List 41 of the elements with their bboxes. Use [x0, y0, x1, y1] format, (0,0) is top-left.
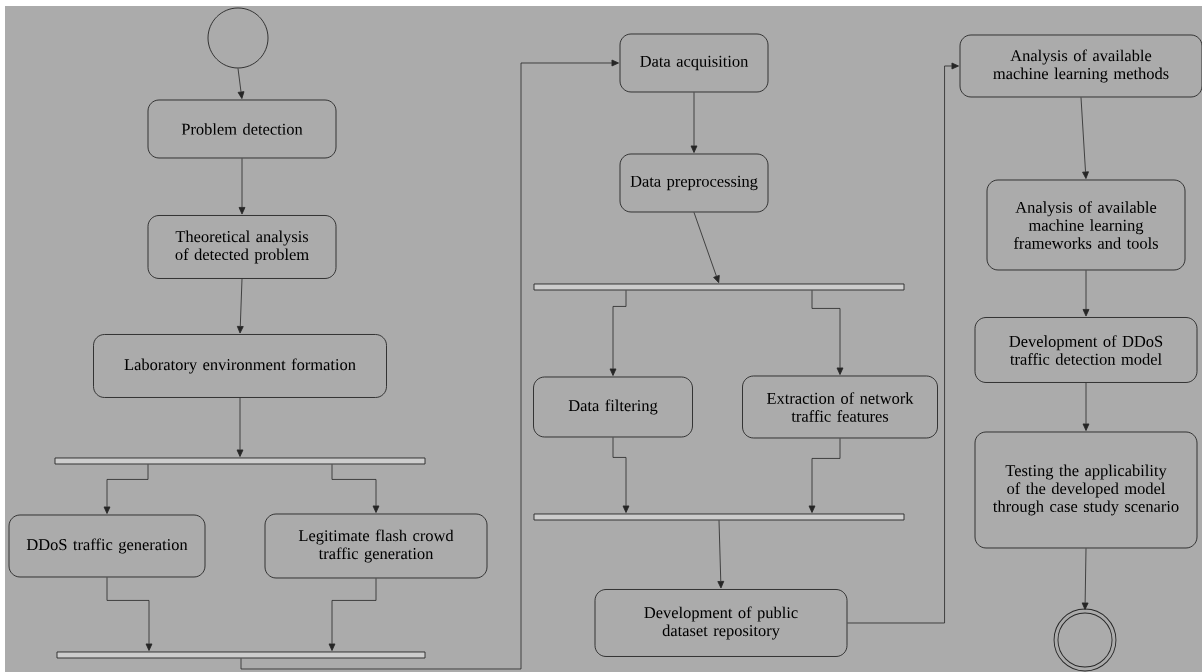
sync-bar: [533, 283, 905, 291]
arrow: [717, 520, 725, 589]
activity-box: Problem detection: [147, 99, 337, 159]
arrow: [690, 92, 698, 153]
end-circle: [1053, 608, 1117, 672]
activity-box: Testing the applicability of the developed model through case study scenario: [974, 431, 1198, 549]
activity-box: Theoretical analysis of detected problem: [147, 215, 337, 279]
arrow: [1081, 548, 1089, 610]
arrow: [693, 212, 720, 283]
activity-box: Development of DDoS traffic detection model: [974, 317, 1198, 383]
arrow: [238, 158, 246, 215]
arrow: [1080, 97, 1089, 179]
activity-box: DDoS traffic generation: [8, 514, 206, 578]
arrow: [811, 290, 844, 375]
activity-box: Extraction of network traffic features: [742, 375, 938, 439]
activity-box: Development of public dataset repository: [594, 589, 848, 657]
arrow: [328, 578, 377, 651]
arrow: [1082, 270, 1090, 317]
start-circle: [207, 7, 269, 69]
activity-box: Analysis of available machine learning methods: [959, 34, 1202, 98]
activity-box: Data preprocessing: [619, 153, 769, 213]
activity-box: Data acquisition: [619, 33, 769, 93]
arrow: [103, 464, 149, 514]
activity-box: Data filtering: [533, 376, 693, 438]
sync-bar: [533, 513, 905, 521]
arrow: [847, 62, 959, 624]
arrow: [1082, 382, 1090, 431]
activity-box: Laboratory environment formation: [93, 334, 387, 398]
arrow: [808, 438, 841, 513]
sync-bar: [54, 457, 426, 465]
arrow: [106, 577, 153, 651]
activity-box: Legitimate flash crowd traffic generation: [264, 513, 488, 579]
arrow: [240, 59, 619, 670]
sync-bar: [56, 651, 426, 659]
activity-box: Analysis of available machine learning frameworks and tools: [986, 179, 1186, 271]
arrow: [612, 437, 630, 513]
arrow: [331, 464, 380, 513]
arrow: [609, 290, 627, 376]
arrow: [236, 278, 244, 334]
arrow: [236, 397, 244, 457]
arrow: [237, 68, 245, 99]
